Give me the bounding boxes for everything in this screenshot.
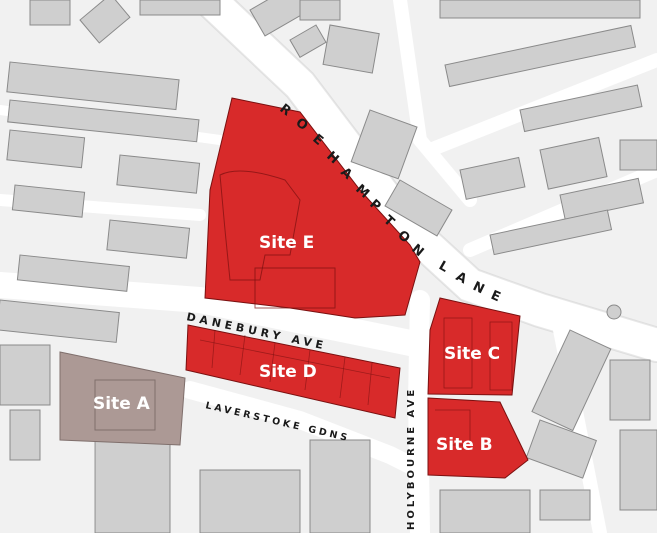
roundabout-marker: [606, 304, 622, 320]
laverstoke-gdns-road: [181, 381, 429, 479]
site-b-area[interactable]: [427, 397, 529, 479]
holybourne-ave-road: [407, 290, 430, 533]
site-e-label: Site E: [259, 233, 314, 253]
site-d-area[interactable]: [185, 324, 401, 419]
site-a-label: Site A: [93, 394, 151, 414]
site-a-area[interactable]: [59, 351, 186, 446]
site-c-area[interactable]: [427, 297, 521, 396]
site-b-label: Site B: [436, 435, 493, 455]
site-c-label: Site C: [444, 344, 500, 364]
danebury-ave-road: [0, 272, 433, 358]
site-d-label: Site D: [259, 362, 317, 382]
holybourne-ave-label: HOLYBOURNE AVE: [406, 387, 417, 530]
site-e-area[interactable]: [204, 97, 421, 319]
